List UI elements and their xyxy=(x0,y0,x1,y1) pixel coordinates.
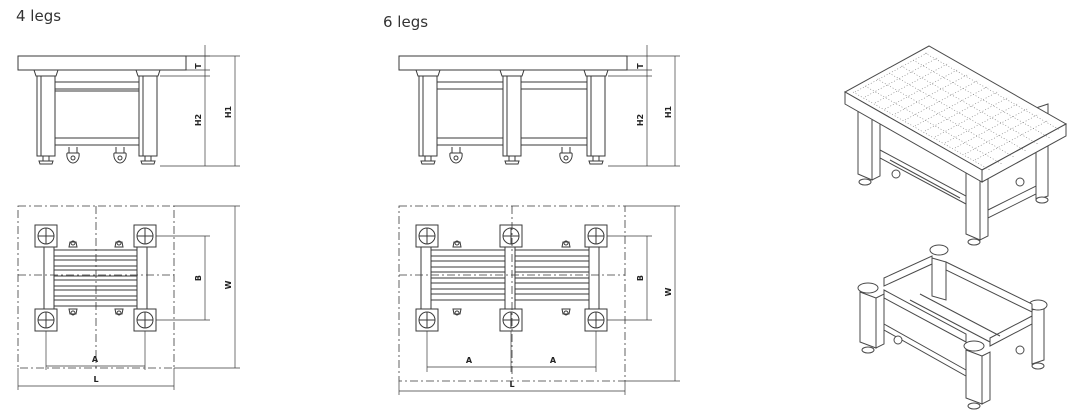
dim-label-l: L xyxy=(93,375,98,384)
dim-label-t-6: T xyxy=(636,63,645,69)
dim-label-w-6: W xyxy=(664,287,673,296)
dim-label-a-6a: A xyxy=(466,356,473,365)
dim-label-a: A xyxy=(92,355,99,364)
dim-label-b: B xyxy=(194,275,203,281)
dim-label-b-6: B xyxy=(636,275,645,281)
six-legs-title: 6 legs xyxy=(383,13,429,31)
four-legs-front-view: T H2 H1 xyxy=(17,45,240,167)
six-legs-front-view: T H2 H1 xyxy=(398,45,680,167)
isometric-table-assembled xyxy=(843,45,1068,246)
isometric-frame xyxy=(857,244,1048,410)
dim-label-l-6: L xyxy=(509,380,514,389)
dim-label-h1-6: H1 xyxy=(664,105,673,118)
dim-label-h2-6: H2 xyxy=(636,114,645,126)
four-legs-title: 4 legs xyxy=(16,7,62,25)
six-legs-top-view: B W A A L xyxy=(398,205,680,395)
dim-label-h2: H2 xyxy=(194,114,203,126)
dim-label-t: T xyxy=(194,63,203,69)
dim-label-h1: H1 xyxy=(224,105,233,118)
four-legs-top-view: B W A L xyxy=(17,205,240,390)
dim-label-a-6b: A xyxy=(550,356,557,365)
dim-label-w: W xyxy=(224,280,233,289)
